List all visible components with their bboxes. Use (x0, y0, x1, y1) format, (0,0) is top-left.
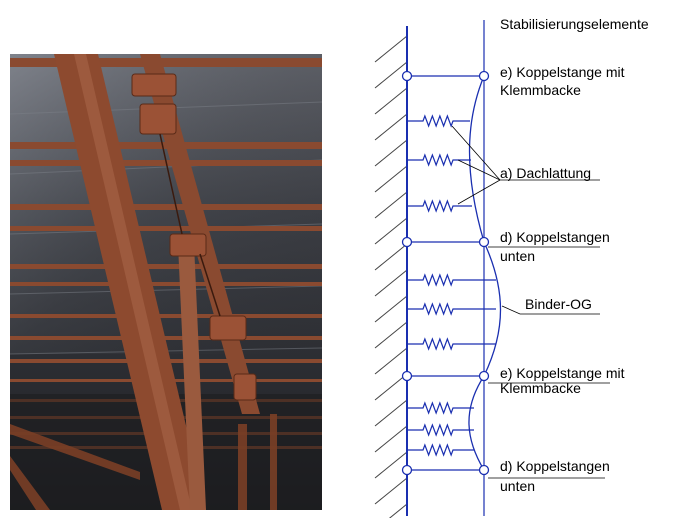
spring-element (407, 337, 496, 351)
label-binder-og: Binder-OG (525, 296, 592, 312)
springs-group (407, 114, 496, 457)
hatch-stroke (374, 217, 408, 245)
hatch-stroke (374, 87, 408, 115)
vertical-strut (178, 244, 206, 510)
hatch-stroke (374, 399, 408, 427)
hatch-stroke (374, 269, 408, 297)
pin-joint (478, 464, 490, 476)
roof-photo-graphic (10, 54, 322, 510)
leader-lines (451, 125, 610, 479)
spring-element (407, 273, 496, 287)
diagram-title: Stabilisierungselemente (500, 16, 649, 32)
hatch-stroke (388, 503, 408, 518)
spring-element (407, 199, 472, 213)
hatch-stroke (374, 139, 408, 167)
hatch-stroke (374, 165, 408, 193)
label-d-top-line2: unten (500, 248, 535, 264)
pin-joint (478, 370, 490, 382)
hatch-stroke (374, 295, 408, 323)
label-e-bottom-line2: Klemmbacke (500, 380, 581, 396)
spring-element (407, 302, 496, 316)
pin-joint (401, 236, 413, 248)
label-e-bottom-line1: e) Koppelstange mit (500, 365, 625, 381)
binder-curve (468, 75, 502, 471)
hatch-stroke (374, 477, 408, 505)
clamp (131, 73, 177, 97)
spring-element (407, 423, 474, 437)
label-e-top-line1: e) Koppelstange mit (500, 64, 625, 80)
links-group (401, 70, 490, 476)
hatch-stroke (374, 191, 408, 219)
hatch-stroke (374, 243, 408, 271)
pin-joint (478, 70, 490, 82)
pin-joint (478, 236, 490, 248)
hatch-stroke (374, 61, 408, 89)
label-e-top-line2: Klemmbacke (500, 82, 581, 98)
pin-joint (401, 70, 413, 82)
hatch-stroke (374, 425, 408, 453)
spring-element (407, 153, 471, 167)
spring-element (407, 401, 474, 415)
hatch-stroke (374, 321, 408, 349)
label-a-dachlattung: a) Dachlattung (500, 165, 591, 181)
hatch-stroke (374, 347, 408, 375)
label-d-top-line1: d) Koppelstangen (500, 229, 610, 245)
roof-photo (10, 54, 322, 510)
hatch-stroke (374, 373, 408, 401)
hatch-stroke (374, 113, 408, 141)
spring-element (407, 443, 474, 457)
spring-element (407, 114, 470, 128)
label-d-bottom-line1: d) Koppelstangen (500, 458, 610, 474)
hatch-stroke (374, 451, 408, 479)
pin-joint (401, 464, 413, 476)
wall-hatching (374, 35, 408, 518)
pin-joint (401, 370, 413, 382)
label-d-bottom-line2: unten (500, 478, 535, 494)
hatch-stroke (374, 35, 408, 63)
